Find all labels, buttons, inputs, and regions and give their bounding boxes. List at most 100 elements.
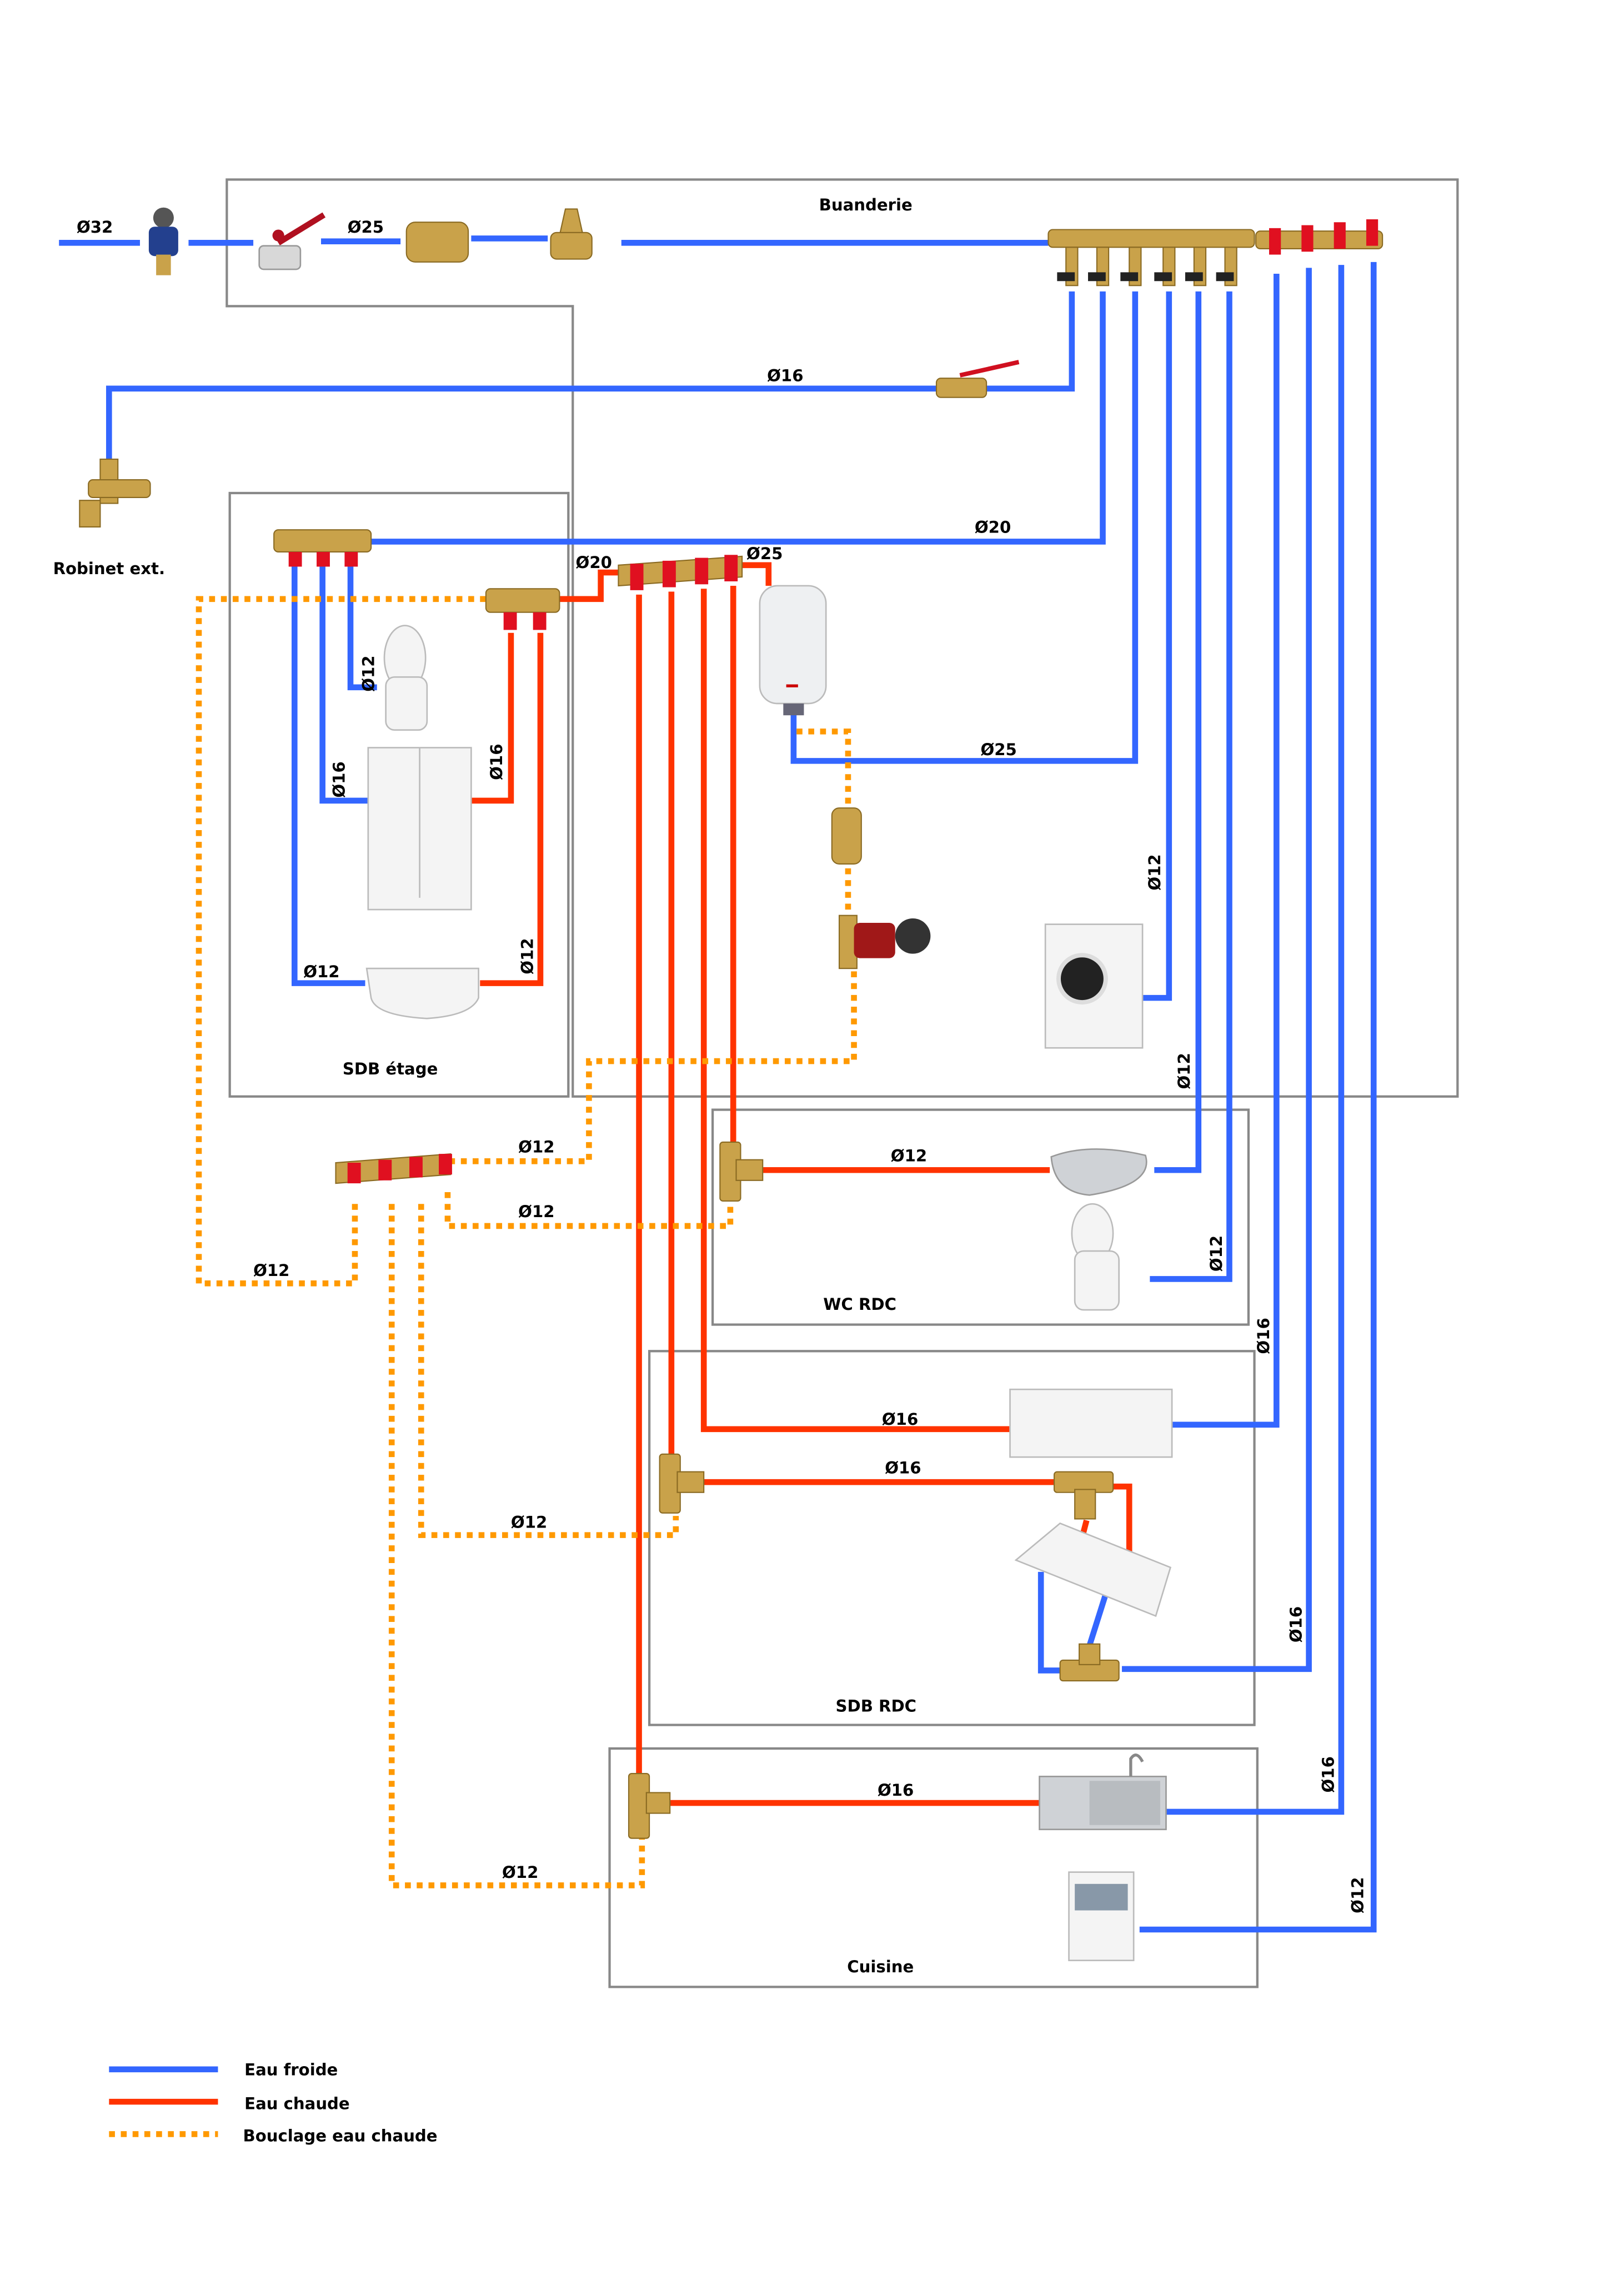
cold-water-pipes — [59, 235, 1377, 1933]
ext-tap-ball-valve-icon — [935, 360, 1020, 398]
label-hot-to-manifold: Ø20 — [576, 553, 612, 572]
pipe-wc-etage — [291, 566, 365, 986]
check-valve-icon — [405, 222, 469, 263]
label-vanity-cold: Ø16 — [1286, 1606, 1305, 1642]
label-heater-in: Ø25 — [980, 740, 1016, 759]
hot-manifold-icon — [618, 555, 743, 590]
components: Robinet ext. — [53, 207, 1384, 1961]
label-washer: Ø12 — [1145, 854, 1164, 890]
label-shower-hot: Ø16 — [487, 744, 506, 780]
label-vanity-hot: Ø16 — [885, 1458, 921, 1477]
wc-rdc-tee-fitting-icon — [719, 1141, 764, 1202]
sdb-etage-hot-manifold-icon — [485, 588, 560, 630]
legend-cold-label: Eau froide — [244, 2060, 338, 2079]
label-wc-etage: Ø12 — [359, 655, 378, 691]
pipe-basin-etage-hot — [480, 632, 544, 986]
label-sink-cold: Ø16 — [1319, 1756, 1338, 1792]
washing-machine-icon — [1044, 923, 1144, 1049]
room-cuisine-border — [608, 1747, 1259, 1988]
recirculation-pipes — [196, 596, 857, 1888]
label-bath-hot: Ø16 — [882, 1410, 918, 1429]
pipe-sink — [1166, 265, 1345, 1815]
label-sink-hot: Ø16 — [878, 1781, 914, 1800]
loop-wc-rdc — [444, 1192, 734, 1229]
pipe-vanity-hot-right — [1111, 1483, 1132, 1558]
room-label-cuisine: Cuisine — [847, 1957, 914, 1976]
label-loop-3: Ø12 — [253, 1261, 289, 1280]
pipe-sdb-etage-feed — [371, 291, 1106, 545]
pipe-wc-etage-cold — [347, 566, 377, 691]
room-wc-rdc-border — [711, 1108, 1250, 1326]
shower-cabin-icon — [367, 747, 472, 911]
pipe-ext-tap — [106, 291, 1075, 459]
wc-rdc-handbasin-icon — [1050, 1148, 1147, 1196]
loop-sdb-rdc — [418, 1204, 679, 1538]
toilet-rdc-icon — [1071, 1203, 1120, 1311]
label-sdb-etage-cold: Ø20 — [975, 518, 1011, 537]
kitchen-sink-icon — [1039, 1754, 1167, 1831]
pipe-dishwasher — [1139, 262, 1377, 1933]
water-heater-icon — [759, 585, 827, 716]
diameter-labels: Ø32 Ø25 Ø16 Ø20 Ø20 Ø25 Ø25 Ø12 Ø12 Ø16 … — [77, 218, 1367, 1913]
bathtub-icon — [1009, 1388, 1173, 1458]
pipe-washer — [1142, 291, 1172, 1001]
room-label-sdb-etage: SDB étage — [343, 1059, 438, 1078]
loop-manifold-icon — [335, 1153, 452, 1184]
pressure-reducer-icon — [550, 208, 593, 260]
loop-cuisine — [388, 1204, 645, 1888]
vanity-hot-tee-icon — [1053, 1471, 1114, 1520]
label-basin-etage-hot: Ø12 — [518, 938, 537, 974]
outdoor-tap-icon — [79, 458, 151, 527]
pipe-hot-bath — [700, 589, 1010, 1433]
label-shower-cold: Ø16 — [329, 761, 348, 797]
room-label-buanderie: Buanderie — [819, 195, 913, 214]
dishwasher-icon — [1068, 1871, 1135, 1961]
label-after-valve: Ø25 — [348, 218, 384, 237]
loop-check-valve-icon — [831, 807, 862, 865]
legend-hot-label: Eau chaude — [244, 2094, 350, 2113]
pipe-wc-rdc-basin — [1154, 291, 1202, 1173]
room-buanderie-border — [225, 178, 1459, 1098]
legend: Eau froide Eau chaude Bouclage eau chaud… — [109, 2060, 438, 2146]
toilet-etage-icon — [383, 625, 428, 731]
pipe-wc-rdc-toilet — [1150, 291, 1232, 1282]
pipe-vanity — [1121, 268, 1312, 1672]
room-sdb-etage-border — [228, 491, 570, 1098]
pipe-heater-feed — [790, 291, 1139, 764]
label-loop-4: Ø12 — [511, 1513, 547, 1531]
pipe-hot-to-manifold-etage — [559, 569, 619, 602]
manifold-outlets — [1057, 247, 1237, 287]
label-wc-rdc-toilet: Ø12 — [1207, 1235, 1226, 1272]
label-loop-1: Ø12 — [518, 1137, 554, 1156]
rooms: Buanderie SDB étage WC RDC SDB RDC Cuisi… — [225, 178, 1459, 1988]
pipe-heater-out — [742, 562, 772, 586]
kitchen-tee-fitting-icon — [628, 1772, 671, 1839]
pipe-bath — [1172, 274, 1280, 1428]
label-main-inlet: Ø32 — [77, 218, 113, 237]
circulator-pump-icon — [838, 915, 931, 969]
water-meter-icon — [148, 207, 178, 275]
main-ball-valve-icon — [258, 212, 326, 270]
label-basin-etage-cold: Ø12 — [303, 962, 339, 981]
pipe-vanity-right — [1086, 1589, 1110, 1647]
vanity-cold-tee-icon — [1059, 1643, 1120, 1682]
label-wc-rdc-basin-cold: Ø12 — [1175, 1053, 1194, 1089]
label-loop-2: Ø12 — [518, 1202, 554, 1221]
cold-manifold-icon — [1047, 219, 1384, 287]
label-heater-out: Ø25 — [746, 544, 783, 563]
pipe-shower-hot — [468, 632, 514, 804]
sdb-etage-cold-manifold-icon — [273, 529, 372, 567]
legend-loop-label: Bouclage eau chaude — [243, 2127, 438, 2146]
loop-heater — [796, 729, 851, 817]
label-ext-tap: Ø16 — [767, 366, 803, 385]
washbasin-etage-icon — [365, 967, 479, 1019]
loop-etage — [196, 596, 486, 1287]
pipe-shower-cold — [319, 566, 372, 804]
loop-pump-to-manifold — [450, 971, 857, 1164]
pipe-vanity-left — [1037, 1571, 1060, 1674]
double-vanity-icon — [1014, 1522, 1172, 1617]
label-loop-5: Ø12 — [502, 1863, 538, 1882]
label-wc-rdc-basin-hot: Ø12 — [891, 1146, 927, 1165]
sdb-rdc-tee-fitting-icon — [659, 1453, 705, 1514]
room-label-wc-rdc: WC RDC — [823, 1295, 896, 1314]
